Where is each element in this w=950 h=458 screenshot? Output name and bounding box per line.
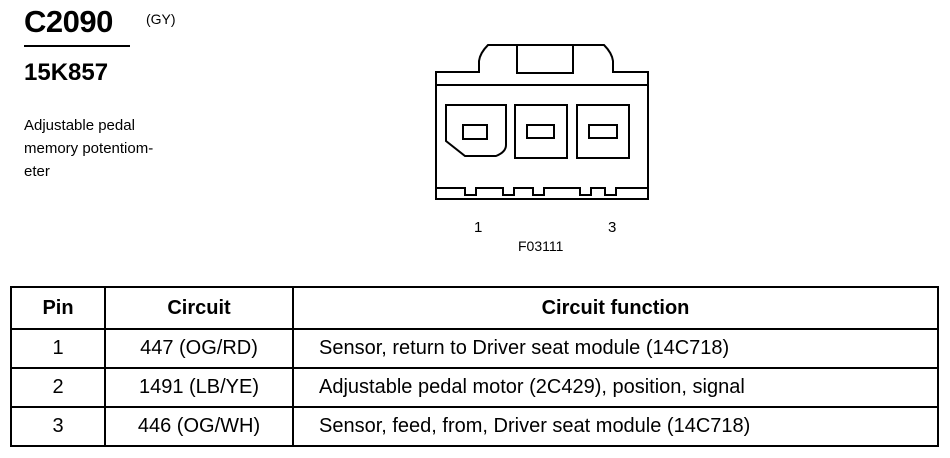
circuit-cell: 447 (OG/RD) [104, 328, 294, 369]
connector-housing-outline [435, 44, 649, 200]
column-header-pin: Pin [10, 286, 106, 330]
pinout-table: Pin Circuit Circuit function 1 447 (OG/R… [10, 286, 939, 447]
pin-cell: 2 [10, 367, 106, 408]
description-line: Adjustable pedal [24, 117, 135, 134]
column-header-function: Circuit function [292, 286, 939, 330]
table-header-row: Pin Circuit Circuit function [10, 286, 939, 330]
terminal-2 [526, 124, 555, 139]
connector-color: (GY) [146, 11, 176, 27]
pin-label-3: 3 [608, 219, 617, 236]
pin-cell: 1 [10, 328, 106, 369]
pin-label-1: 1 [474, 219, 483, 236]
cavity-2-outline [514, 104, 568, 159]
housing-bottom-edge [436, 187, 648, 196]
connector-description: Adjustable pedal memory potentiom- eter [24, 114, 204, 183]
terminal-3 [588, 124, 618, 139]
cavity-1-outline [445, 104, 507, 157]
circuit-cell: 1491 (LB/YE) [104, 367, 294, 408]
connector-id: C2090 [24, 4, 113, 39]
function-cell: Sensor, feed, from, Driver seat module (… [292, 406, 939, 447]
function-cell: Adjustable pedal motor (2C429), position… [292, 367, 939, 408]
terminal-1 [462, 124, 488, 140]
connector-face-drawing [435, 44, 649, 200]
description-line: memory potentiom- [24, 140, 154, 157]
column-header-circuit: Circuit [104, 286, 294, 330]
pin-cell: 3 [10, 406, 106, 447]
table-row: 3 446 (OG/WH) Sensor, feed, from, Driver… [10, 406, 939, 447]
part-number: 15K857 [24, 59, 109, 86]
title-rule [24, 45, 130, 47]
circuit-cell: 446 (OG/WH) [104, 406, 294, 447]
function-cell: Sensor, return to Driver seat module (14… [292, 328, 939, 369]
figure-id: F03111 [518, 238, 564, 254]
table-row: 1 447 (OG/RD) Sensor, return to Driver s… [10, 328, 939, 369]
description-line: eter [24, 163, 50, 180]
table-row: 2 1491 (LB/YE) Adjustable pedal motor (2… [10, 367, 939, 408]
cavity-3-outline [576, 104, 630, 159]
locking-tab [516, 45, 574, 74]
